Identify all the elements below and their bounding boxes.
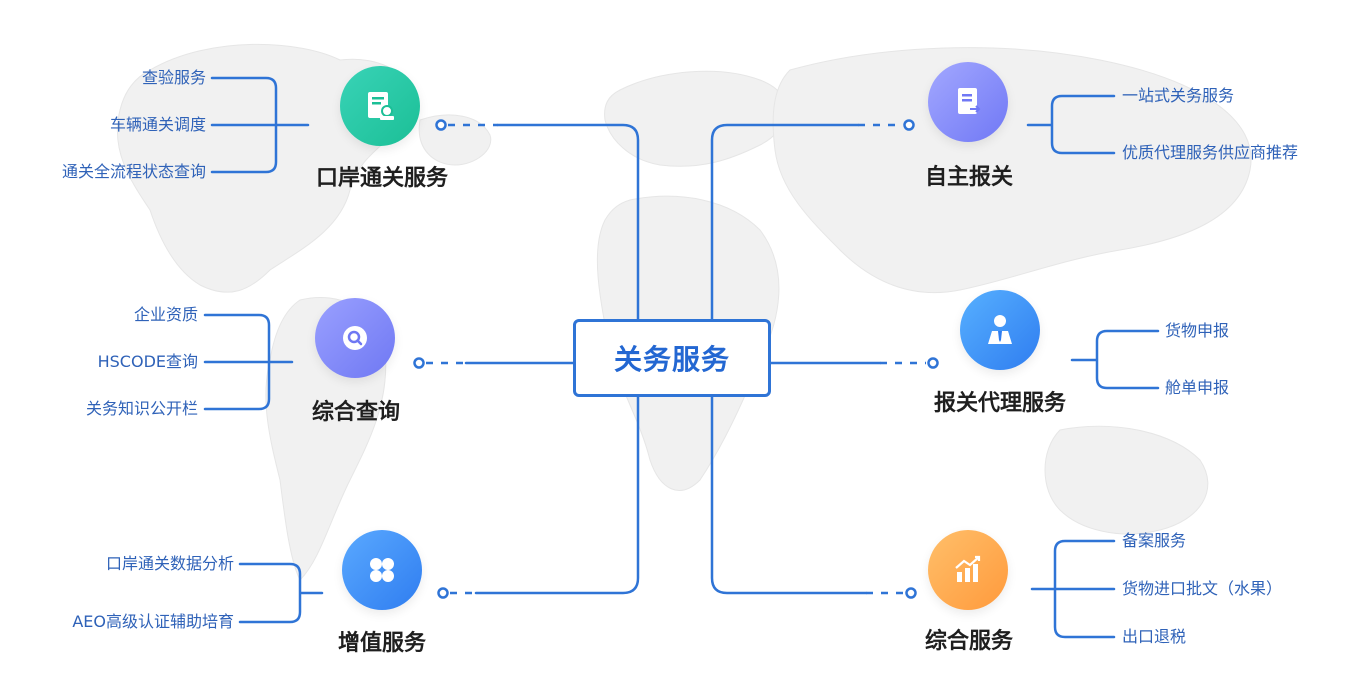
value-added-label[interactable]: 增值服务	[337, 631, 426, 656]
leaf-one-stop-service[interactable]: 一站式关务服务	[1122, 86, 1235, 105]
leaf-quality-agent-recommend[interactable]: 优质代理服务供应商推荐	[1122, 143, 1299, 162]
leaf-customs-knowledge[interactable]: 关务知识公开栏	[85, 399, 198, 418]
query-icon-circle[interactable]	[315, 298, 395, 378]
leaf-manifest-declaration[interactable]: 舱单申报	[1165, 378, 1230, 397]
connector-general	[710, 395, 868, 595]
endpoint-dot-port	[435, 119, 447, 131]
self-declaration-icon-circle[interactable]	[928, 62, 1008, 142]
leaf-enterprise-qualification[interactable]: 企业资质	[133, 305, 198, 324]
grid-icon	[370, 558, 394, 582]
leaf-bracket-agent	[1070, 329, 1160, 390]
leaf-bracket-value	[238, 562, 324, 624]
connector-port	[496, 123, 640, 321]
leaf-aeo-training[interactable]: AEO高级认证辅助培育	[72, 612, 234, 631]
query-label[interactable]: 综合查询	[311, 400, 400, 425]
search-icon	[343, 326, 367, 350]
endpoint-dot-general	[905, 587, 917, 599]
leaf-hscode-query[interactable]: HSCODE查询	[97, 352, 198, 371]
leaf-goods-declaration[interactable]: 货物申报	[1165, 321, 1230, 340]
endpoint-dot-value	[437, 587, 449, 599]
general-service-label[interactable]: 综合服务	[924, 629, 1013, 654]
leaf-full-process-status[interactable]: 通关全流程状态查询	[61, 162, 206, 181]
center-node-label: 关务服务	[613, 343, 730, 376]
leaf-port-data-analysis[interactable]: 口岸通关数据分析	[105, 554, 234, 573]
leaf-inspection-service[interactable]: 查验服务	[141, 68, 206, 87]
bar-chart-icon	[955, 555, 981, 582]
connector-self	[710, 123, 860, 321]
center-node[interactable]: 关务服务	[573, 319, 771, 397]
leaf-bracket-self	[1026, 94, 1116, 155]
leaf-bracket-query	[203, 313, 294, 411]
person-tie-icon	[988, 315, 1012, 344]
value-added-icon-circle[interactable]	[342, 530, 422, 610]
leaf-export-tax-refund[interactable]: 出口退税	[1122, 627, 1187, 646]
endpoint-dot-agent	[927, 357, 939, 369]
document-stamp-icon	[368, 92, 394, 120]
leaf-vehicle-dispatch[interactable]: 车辆通关调度	[109, 115, 206, 134]
agent-service-label[interactable]: 报关代理服务	[933, 391, 1066, 416]
endpoint-dot-self	[903, 119, 915, 131]
connector-value	[474, 395, 640, 595]
leaf-bracket-general	[1030, 539, 1116, 639]
world-map-background	[116, 43, 1252, 581]
leaf-import-approval-fruit[interactable]: 货物进口批文（水果）	[1122, 579, 1283, 598]
general-service-icon-circle[interactable]	[928, 530, 1008, 610]
port-service-icon-circle[interactable]	[340, 66, 420, 146]
leaf-bracket-port	[210, 76, 310, 174]
leaf-filing-service[interactable]: 备案服务	[1122, 531, 1187, 550]
document-export-icon	[958, 88, 981, 114]
self-declaration-label[interactable]: 自主报关	[924, 165, 1013, 190]
agent-service-icon-circle[interactable]	[960, 290, 1040, 370]
port-service-label[interactable]: 口岸通关服务	[315, 166, 448, 191]
endpoint-dot-query	[413, 357, 425, 369]
